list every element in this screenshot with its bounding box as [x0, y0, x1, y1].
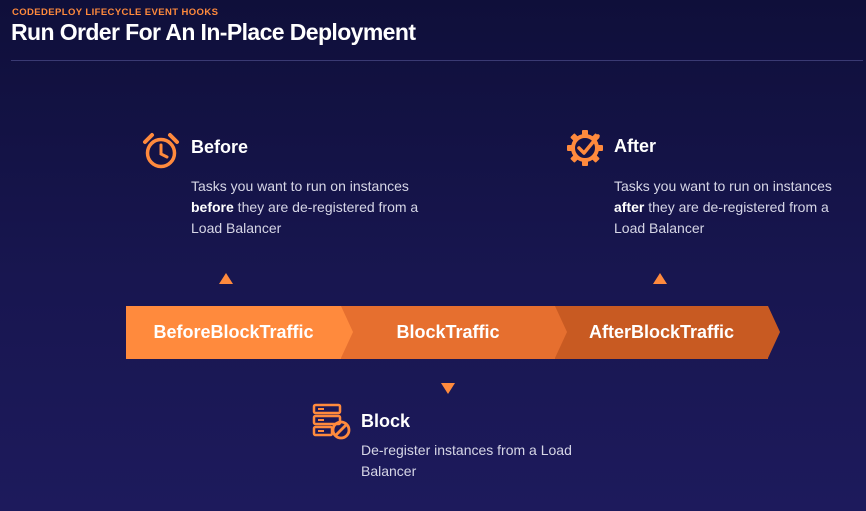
after-description: Tasks you want to run on instances after… — [614, 178, 832, 236]
page-title: Run Order For An In-Place Deployment — [11, 19, 416, 45]
after-heading: After — [614, 136, 657, 156]
before-description: Tasks you want to run on instances befor… — [191, 178, 419, 236]
block-description: De-register instances from a Load Balanc… — [361, 442, 572, 479]
step-block-traffic: BlockTraffic — [341, 306, 555, 359]
gear-check-icon — [565, 128, 605, 173]
chevron-arrow — [768, 306, 780, 358]
alarm-clock-icon — [142, 132, 182, 177]
step-label: BeforeBlockTraffic — [153, 322, 314, 342]
block-down-arrow — [441, 383, 455, 394]
chevron-arrow — [555, 306, 567, 358]
step-label: BlockTraffic — [396, 322, 500, 342]
step-after-block-traffic: AfterBlockTraffic — [555, 306, 768, 359]
step-label: AfterBlockTraffic — [588, 322, 735, 342]
chevron-arrow — [341, 306, 353, 358]
section-eyebrow: CODEDEPLOY LIFECYCLE EVENT HOOKS — [12, 7, 219, 18]
step-before-block-traffic: BeforeBlockTraffic — [126, 306, 341, 359]
title-divider — [11, 60, 863, 61]
block-heading: Block — [361, 411, 411, 431]
before-up-arrow — [219, 273, 233, 284]
server-blocked-icon — [312, 403, 352, 446]
before-heading: Before — [191, 137, 249, 157]
after-up-arrow — [653, 273, 667, 284]
